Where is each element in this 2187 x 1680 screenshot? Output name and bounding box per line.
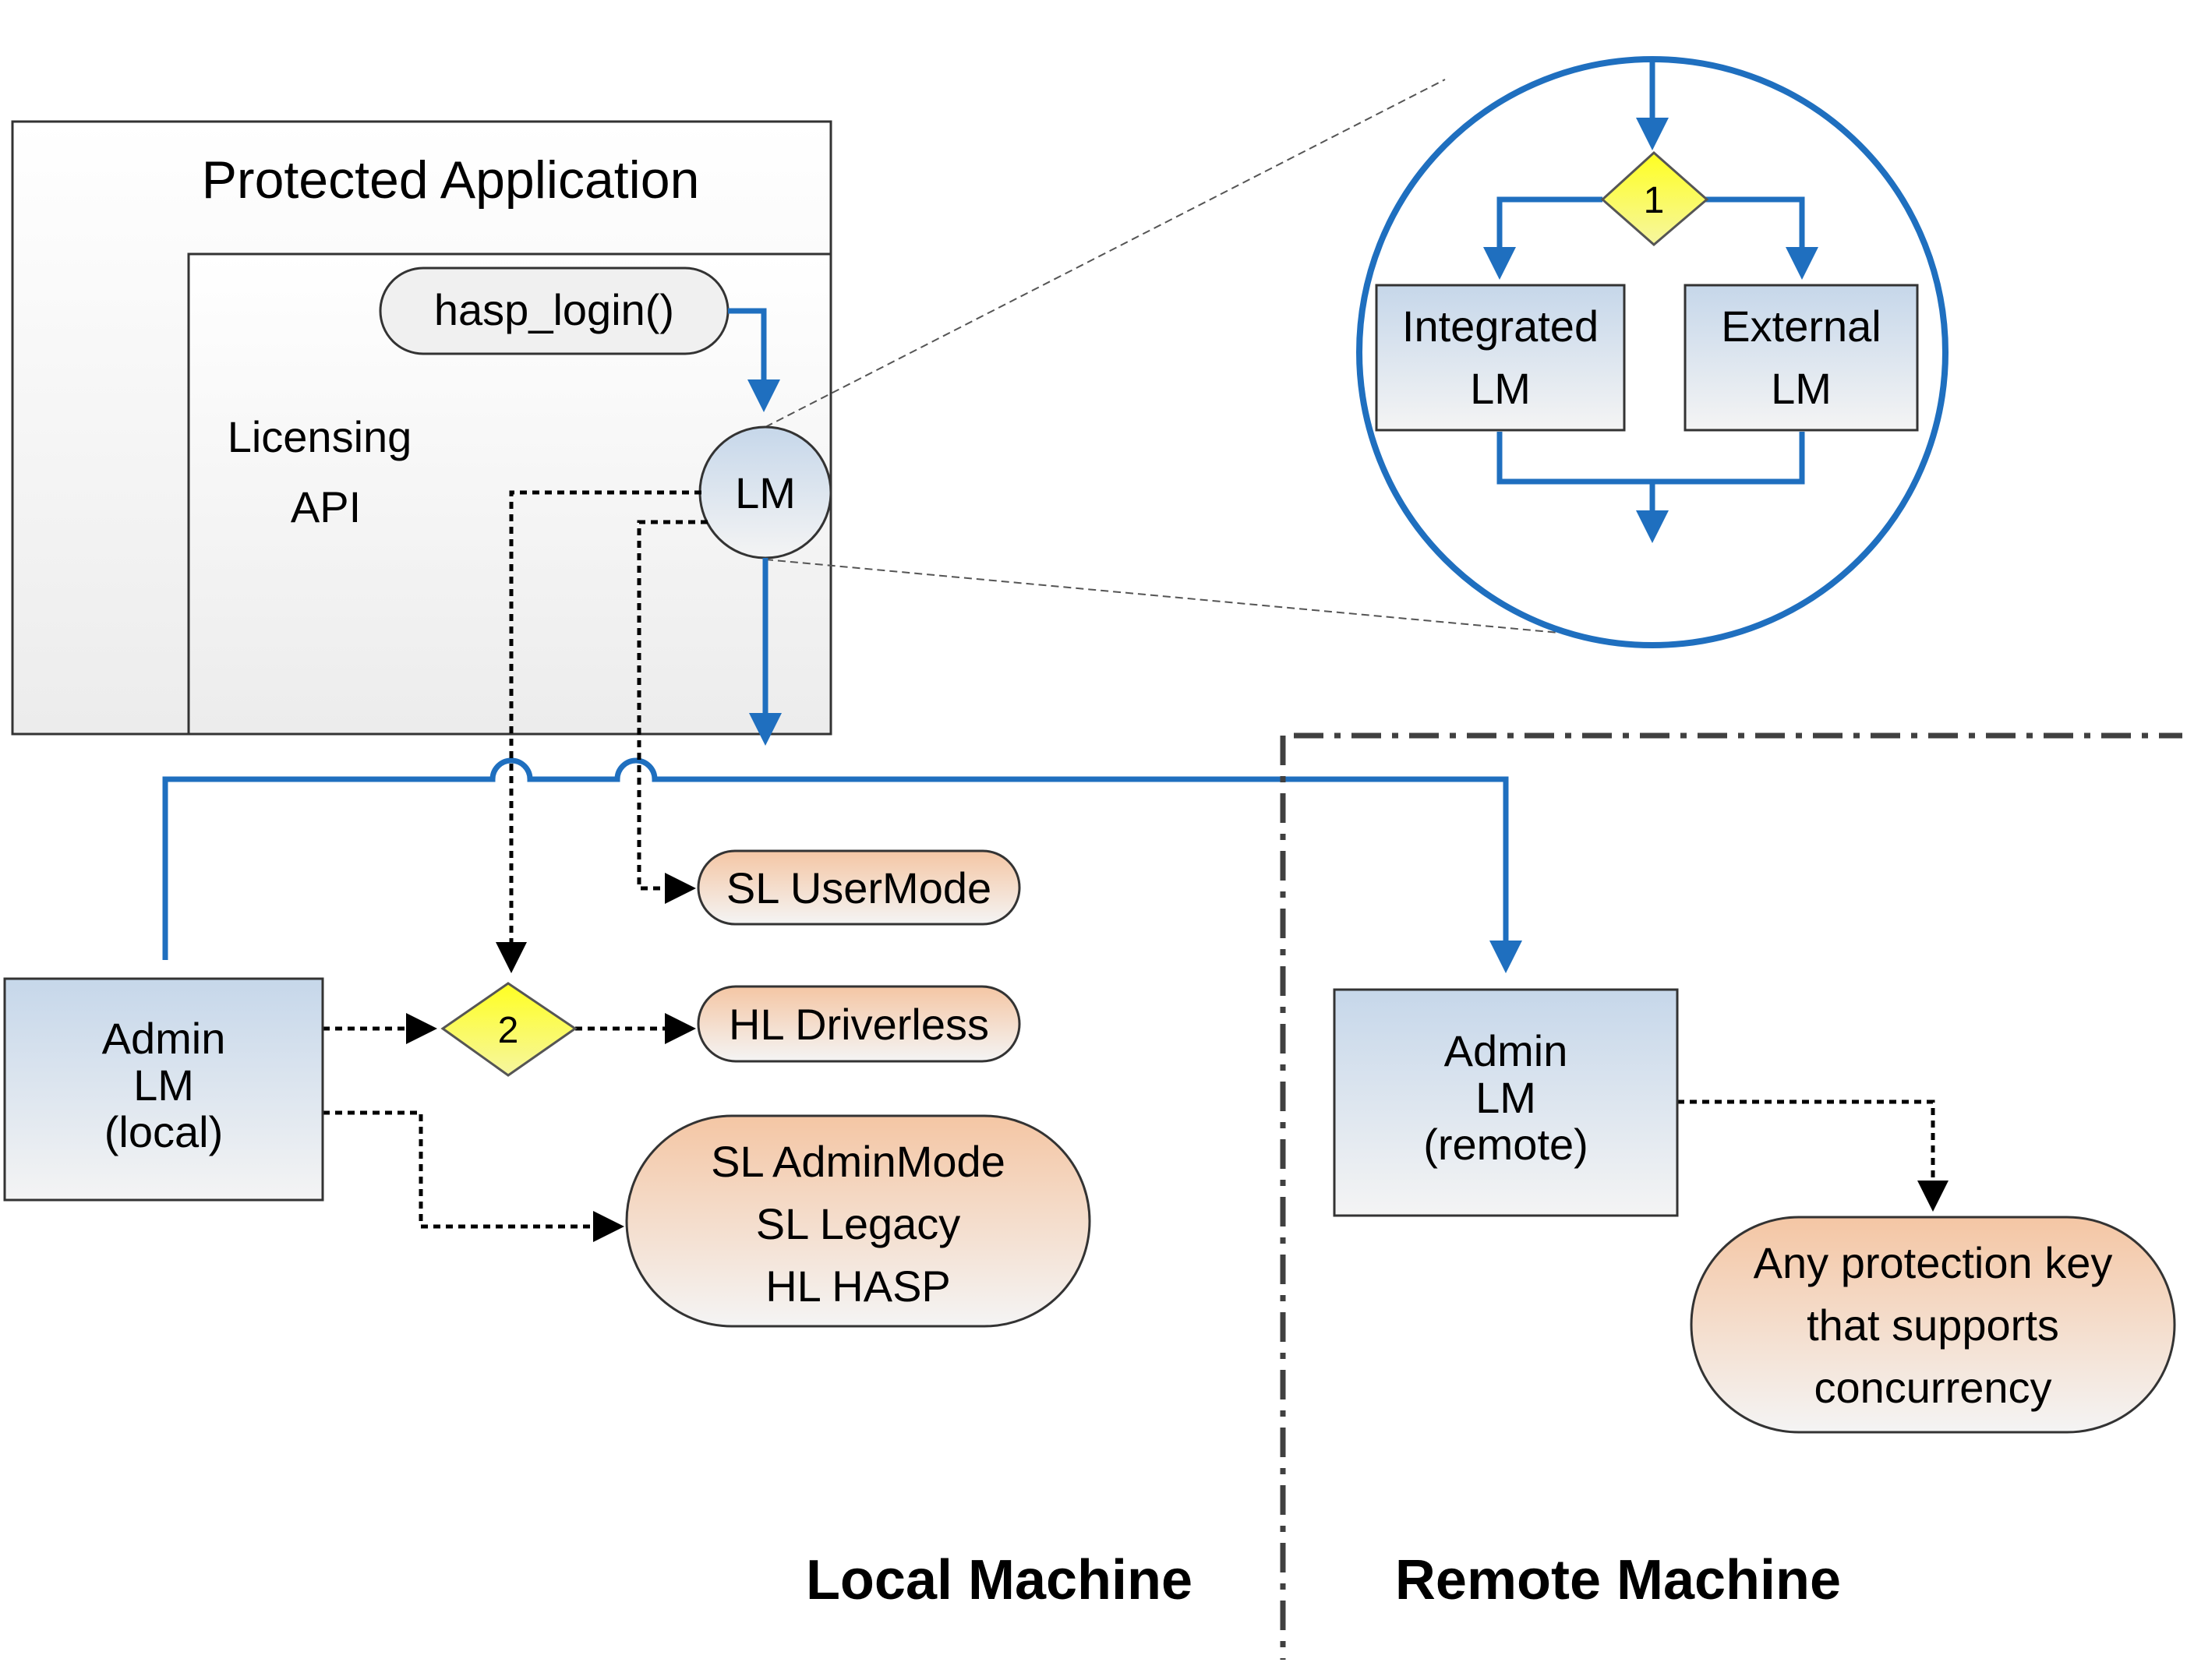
dotted-flows xyxy=(323,490,1949,1242)
admin-local-line2: LM xyxy=(133,1061,194,1110)
inset-flow-to-integrated xyxy=(1483,196,1602,280)
zoom-guide-lines xyxy=(765,79,1560,634)
integrated-lm-line2: LM xyxy=(1470,364,1531,413)
flow-login-to-lm xyxy=(728,308,780,412)
inset-flow-to-external xyxy=(1705,196,1818,280)
licensing-api-label-line1: Licensing xyxy=(228,412,412,461)
admin-remote-line1: Admin xyxy=(1444,1026,1568,1075)
flow-lm-to-decision2 xyxy=(496,490,701,973)
remote-keys-line1: Any protection key xyxy=(1754,1238,2113,1287)
sl-usermode-label: SL UserMode xyxy=(726,863,991,912)
flow-lm-to-sl-usermode xyxy=(637,520,708,904)
integrated-lm-box: Integrated LM xyxy=(1375,284,1626,432)
sl-usermode-node: SL UserMode xyxy=(697,849,1021,926)
external-lm-line1: External xyxy=(1721,302,1881,351)
lm-node: LM xyxy=(698,425,832,559)
flow-admin-local-to-local-keys xyxy=(323,1110,624,1242)
admin-local-line3: (local) xyxy=(104,1107,223,1156)
admin-lm-local-box: Admin LM (local) xyxy=(3,977,324,1202)
licensing-api-label-line2: API xyxy=(291,482,361,531)
admin-lm-remote-box: Admin LM (remote) xyxy=(1333,988,1679,1217)
remote-keys-line3: concurrency xyxy=(1814,1363,2051,1412)
external-lm-box: External LM xyxy=(1684,284,1919,432)
decision-2-label: 2 xyxy=(498,1010,519,1051)
hl-driverless-label: HL Driverless xyxy=(729,1000,989,1049)
local-keys-line2: SL Legacy xyxy=(756,1199,961,1248)
lm-zoom-inset: 1 Integrated LM External LM xyxy=(1356,56,1949,648)
flow-admin-remote-to-remote-keys xyxy=(1677,1099,1949,1212)
hasp-login-label: hasp_login() xyxy=(434,285,674,334)
decision-1: 1 xyxy=(1600,150,1709,246)
external-lm-line2: LM xyxy=(1771,364,1832,413)
remote-machine-label: Remote Machine xyxy=(1395,1549,1841,1611)
decision-1-label: 1 xyxy=(1644,180,1665,221)
flow-bus xyxy=(162,757,1522,973)
lm-label: LM xyxy=(735,468,796,517)
admin-local-line1: Admin xyxy=(102,1014,226,1063)
admin-remote-line3: (remote) xyxy=(1423,1120,1588,1169)
hasp-login-node: hasp_login() xyxy=(379,266,730,355)
protected-application-title: Protected Application xyxy=(202,150,700,210)
machine-divider xyxy=(1280,732,2182,1660)
remote-keys-line2: that supports xyxy=(1807,1301,2059,1350)
local-keys-line1: SL AdminMode xyxy=(711,1137,1005,1186)
local-keys-node: SL AdminMode SL Legacy HL HASP xyxy=(625,1114,1091,1328)
admin-remote-line2: LM xyxy=(1475,1073,1536,1122)
remote-keys-node: Any protection key that supports concurr… xyxy=(1690,1216,2176,1434)
decision-2: 2 xyxy=(440,982,578,1077)
integrated-lm-line1: Integrated xyxy=(1402,302,1599,351)
local-machine-label: Local Machine xyxy=(806,1549,1192,1611)
hl-driverless-node: HL Driverless xyxy=(697,985,1021,1063)
local-keys-line3: HL HASP xyxy=(765,1262,951,1311)
